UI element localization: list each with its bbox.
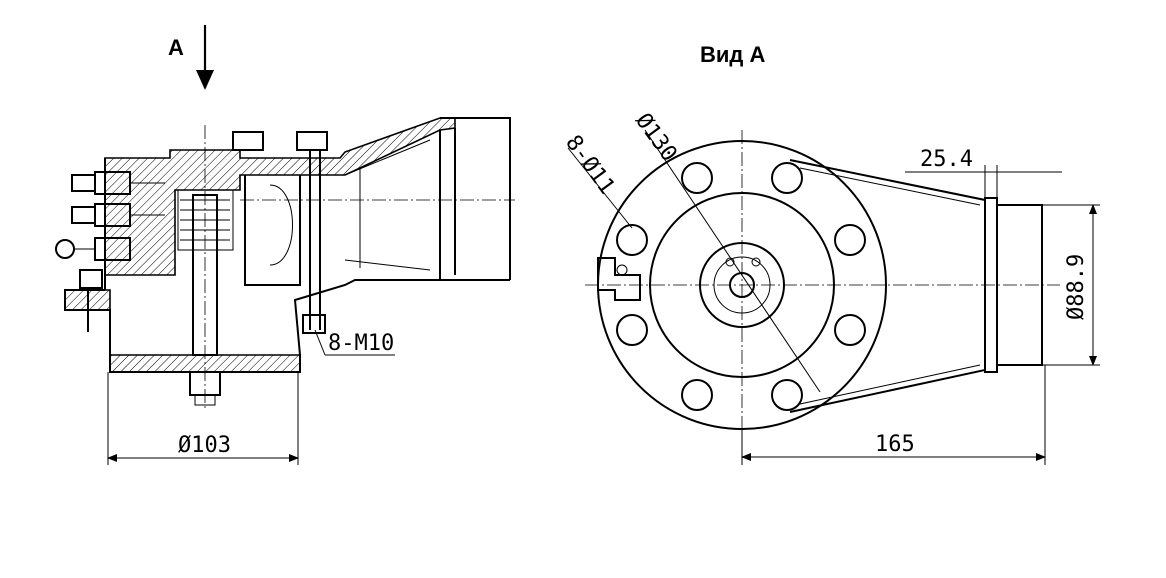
valve-stem — [192, 194, 218, 356]
top-bolt-1 — [232, 131, 264, 151]
dim-length: 165 — [875, 432, 915, 457]
bolt-hole — [834, 314, 866, 346]
bolt-hole — [616, 224, 648, 256]
valve-spring-box — [177, 189, 234, 251]
view-a: Вид А 8-Ø11 — [560, 42, 1100, 465]
view-title: Вид А — [700, 42, 765, 67]
spring-coils — [180, 199, 230, 241]
hub-center — [729, 272, 755, 298]
outlet-inner — [439, 128, 456, 280]
dim-bolt-holes: 8-Ø11 — [560, 131, 619, 199]
fitting-2 — [71, 203, 165, 227]
dim-pitch: 25.4 — [920, 147, 973, 172]
dim-holes-leader — [567, 147, 633, 229]
bolt-nut — [302, 314, 326, 334]
hub-pin-2 — [751, 257, 761, 267]
bottom-flange — [109, 354, 301, 373]
top-bolt-2 — [296, 131, 328, 151]
section-view: A — [55, 25, 515, 465]
bolt-hole-group — [616, 162, 866, 411]
cone-body — [789, 159, 986, 413]
dim-130-line — [644, 129, 821, 393]
cone-inner-lines — [799, 167, 981, 405]
bottom-nozzle — [189, 372, 221, 396]
bolt-hole — [681, 379, 713, 411]
dim-thread-holes: 8-M10 — [328, 331, 394, 356]
hub-outer — [699, 242, 785, 328]
bottom-nozzle-tip — [194, 395, 216, 406]
dim-outlet-diameter: Ø88.9 — [1064, 254, 1089, 320]
inner-curve — [269, 184, 293, 266]
flange-inner — [649, 192, 835, 378]
side-fitting — [597, 257, 641, 301]
hub-mid — [713, 256, 771, 314]
view-arrow-head — [196, 70, 214, 90]
bolt-hole — [616, 314, 648, 346]
side-fitting-port — [616, 264, 628, 276]
outlet-outline — [440, 117, 511, 280]
outlet-pipe — [996, 204, 1043, 366]
fitting-1 — [71, 171, 165, 195]
cone-lines — [344, 139, 431, 271]
fitting-3 — [55, 237, 131, 261]
bolt-hole — [834, 224, 866, 256]
bolt-hole — [771, 162, 803, 194]
side-bolt-head — [79, 269, 103, 289]
bolt-hole — [771, 379, 803, 411]
bolt-hole — [681, 162, 713, 194]
body-section-top — [104, 117, 456, 276]
housing-outline — [64, 158, 510, 373]
dim-m10-leader — [314, 329, 326, 356]
view-arrow-label: A — [168, 35, 184, 60]
inner-chamber — [244, 175, 301, 286]
dim-bore-diameter: Ø103 — [178, 433, 231, 458]
